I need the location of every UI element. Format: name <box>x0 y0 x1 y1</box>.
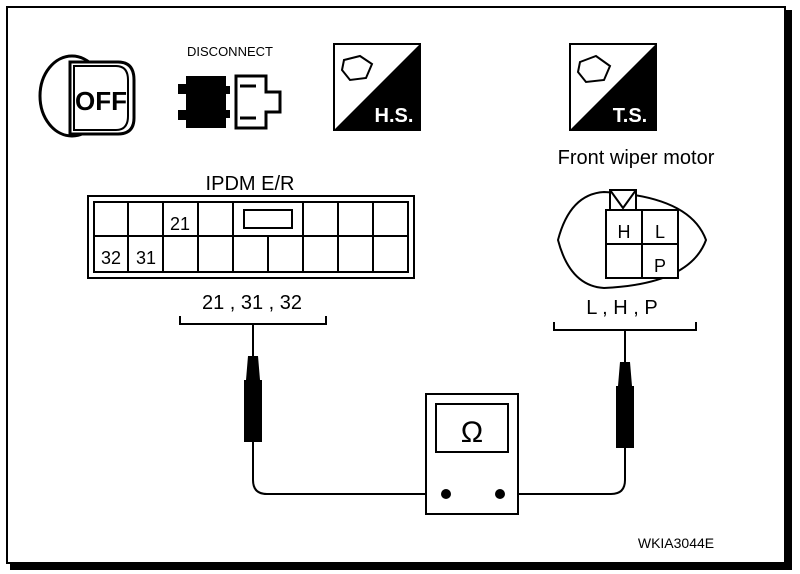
wiper-motor-title: Front wiper motor <box>558 147 715 169</box>
meter-terminal-right <box>495 489 505 499</box>
ipdm-terminals-label: 21 , 31 , 32 <box>202 292 302 314</box>
ignition-off-label: OFF <box>75 86 127 116</box>
wiper-terminals-label: L , H , P <box>586 297 658 319</box>
wiper-pin-h: H <box>618 222 631 242</box>
wiper-bracket <box>553 322 697 331</box>
ipdm-title: IPDM E/R <box>206 173 295 195</box>
hs-tag-icon: H.S. <box>333 43 421 131</box>
disconnect-icon: DISCONNECT <box>178 44 282 130</box>
wiper-pin-l: L <box>655 222 665 242</box>
frame-shadow-right <box>786 10 792 570</box>
frame-shadow-bottom <box>10 564 792 570</box>
figure-code: WKIA3044E <box>638 535 714 551</box>
ohm-symbol: Ω <box>461 416 483 449</box>
wiper-connector: H L P <box>556 189 708 290</box>
ipdm-bracket <box>179 316 327 325</box>
ipdm-pin-21: 21 <box>170 214 190 234</box>
ignition-off-icon: OFF <box>38 54 136 138</box>
wiper-pin-p: P <box>654 256 666 276</box>
ohmmeter: Ω <box>425 393 519 515</box>
ts-label: T.S. <box>613 105 647 127</box>
ipdm-pin-31: 31 <box>136 248 156 268</box>
ipdm-pin-32: 32 <box>101 248 121 268</box>
right-probe <box>500 340 634 495</box>
disconnect-label: DISCONNECT <box>187 44 273 59</box>
meter-terminal-left <box>441 489 451 499</box>
ts-tag-icon: T.S. <box>569 43 657 131</box>
left-probe <box>244 334 446 495</box>
hs-label: H.S. <box>375 105 414 127</box>
ipdm-connector: 21 32 31 <box>87 195 415 279</box>
